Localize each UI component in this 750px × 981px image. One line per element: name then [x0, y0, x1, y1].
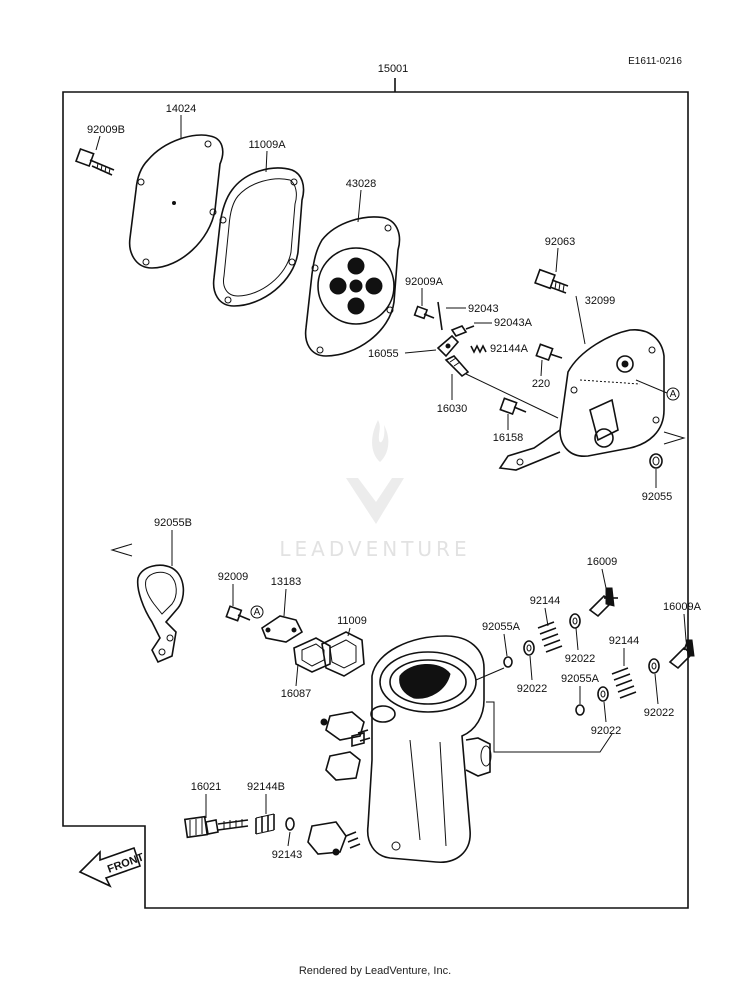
- part-label-13183: 13183: [271, 576, 302, 588]
- part-label-15001: 15001: [378, 63, 409, 75]
- bolt-92009B: [75, 147, 115, 176]
- spring-92144-upper: [537, 621, 563, 653]
- part-label-92022-upper-left: 92022: [517, 683, 548, 695]
- pin-92043: [437, 301, 443, 331]
- part-label-92055A-upper: 92055A: [482, 621, 521, 633]
- cover-14024: [128, 134, 224, 269]
- part-label-16158: 16158: [493, 432, 524, 444]
- part-label-92055: 92055: [642, 491, 673, 503]
- part-label-92009: 92009: [218, 571, 249, 583]
- adjust-screw-16021: [183, 815, 249, 839]
- part-label-43028: 43028: [346, 178, 377, 190]
- part-label-92043: 92043: [468, 303, 499, 315]
- part-label-11009A: 11009A: [248, 139, 286, 151]
- leader-body-ring: [475, 667, 505, 681]
- carburetor-body-32099: [498, 329, 665, 471]
- callout-A-top-letter: A: [670, 389, 677, 400]
- watermark-text: LEADVENTURE: [279, 537, 470, 561]
- part-label-16055: 16055: [368, 348, 399, 360]
- part-label-92144-lower: 92144: [609, 635, 640, 647]
- washer-92022-upper-right: [569, 613, 581, 629]
- callout-A-bottom: A: [250, 605, 264, 619]
- screw-92009: [225, 605, 251, 622]
- part-label-32099: 32099: [585, 295, 616, 307]
- part-label-92055B: 92055B: [154, 517, 192, 529]
- arrow-indicator-right: [663, 431, 686, 445]
- gasket-11009: [321, 631, 365, 677]
- screw-220: [535, 343, 563, 362]
- washer-92143: [285, 817, 295, 831]
- diaphragm-43028: [304, 216, 401, 357]
- adjust-screw-16009A: [668, 639, 695, 670]
- part-label-92144-upper: 92144: [530, 595, 561, 607]
- part-label-92022-upper-right: 92022: [565, 653, 596, 665]
- reference-code: E1611-0216: [628, 56, 682, 67]
- screw-92009A: [413, 305, 435, 320]
- carburetor-body-lower: [307, 635, 492, 863]
- part-label-92055A-lower: 92055A: [561, 673, 600, 685]
- front-direction-arrow: FRONT: [78, 846, 146, 888]
- spring-92144-lower: [611, 667, 637, 699]
- lever-92043A: [450, 325, 475, 337]
- part-label-220: 220: [532, 378, 550, 390]
- plate-13183: [261, 615, 304, 643]
- part-label-92022-lower-left: 92022: [591, 725, 622, 737]
- part-label-16087: 16087: [281, 688, 312, 700]
- washer-92022-upper-left: [523, 640, 535, 656]
- washer-92022-lower-right: [648, 658, 660, 674]
- spring-92144A: [470, 344, 487, 354]
- spring-92144B: [255, 813, 275, 835]
- lever-16055: [436, 334, 460, 358]
- part-label-92143: 92143: [272, 849, 303, 861]
- part-label-92022-lower-right: 92022: [644, 707, 675, 719]
- leader-body-bracket: [486, 701, 613, 753]
- part-label-16030: 16030: [437, 403, 468, 415]
- part-label-92009B: 92009B: [87, 124, 125, 136]
- o-ring-92055A-upper: [503, 656, 513, 668]
- adjust-screw-16009: [588, 587, 618, 618]
- part-label-92043A: 92043A: [494, 317, 533, 329]
- callout-A-bottom-letter: A: [254, 607, 261, 618]
- gasket-11009A: [212, 167, 305, 307]
- part-label-16021: 16021: [191, 781, 222, 793]
- screw-16158: [499, 397, 527, 416]
- washer-92022-lower-left: [597, 686, 609, 702]
- arrow-indicator-left: [110, 543, 133, 557]
- part-label-11009: 11009: [337, 615, 367, 627]
- part-label-16009: 16009: [587, 556, 618, 568]
- part-label-92144B: 92144B: [247, 781, 285, 793]
- part-label-92144A: 92144A: [490, 343, 529, 355]
- part-label-16009A: 16009A: [663, 601, 702, 613]
- o-ring-92055: [649, 453, 663, 469]
- footer-credit: Rendered by LeadVenture, Inc.: [299, 965, 451, 977]
- leadventure-watermark: LEADVENTURE: [279, 420, 470, 561]
- gasket-16087: [293, 637, 331, 673]
- part-label-92063: 92063: [545, 236, 576, 248]
- needle-16030: [444, 355, 470, 378]
- assembly-frame: [62, 78, 689, 909]
- o-ring-92055A-lower: [575, 704, 585, 716]
- part-label-14024: 14024: [166, 103, 197, 115]
- bolt-92063: [534, 268, 569, 294]
- gasket-92055B: [136, 564, 185, 664]
- part-label-92009A: 92009A: [405, 276, 444, 288]
- callout-A-top: A: [635, 379, 680, 401]
